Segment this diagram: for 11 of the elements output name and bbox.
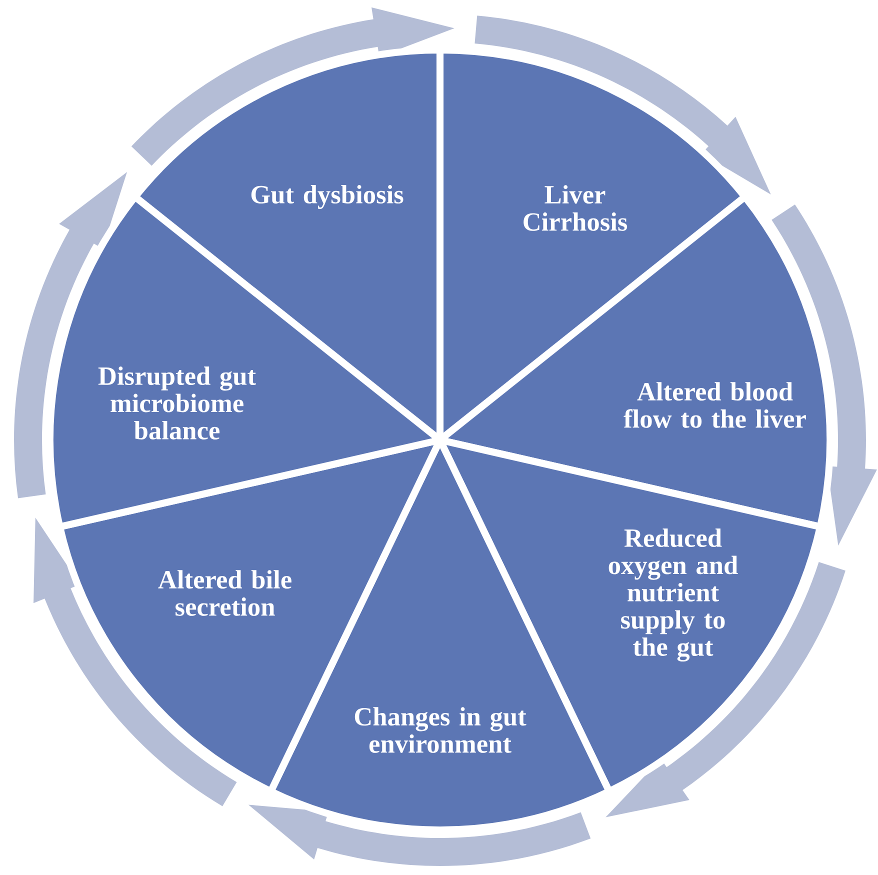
arrow [248, 804, 591, 866]
node-label: Reduced oxygen and nutrient supply to the gut [608, 528, 738, 662]
arrow [474, 16, 771, 195]
arrow [34, 518, 237, 806]
arrow [14, 172, 128, 498]
arrow [772, 204, 877, 546]
arrow [606, 562, 846, 818]
node-label: Altered bile secretion [158, 570, 292, 616]
arrow [131, 7, 454, 166]
node-label: Altered blood flow to the liver [624, 382, 806, 428]
node-label: Changes in gut environment [354, 707, 526, 753]
